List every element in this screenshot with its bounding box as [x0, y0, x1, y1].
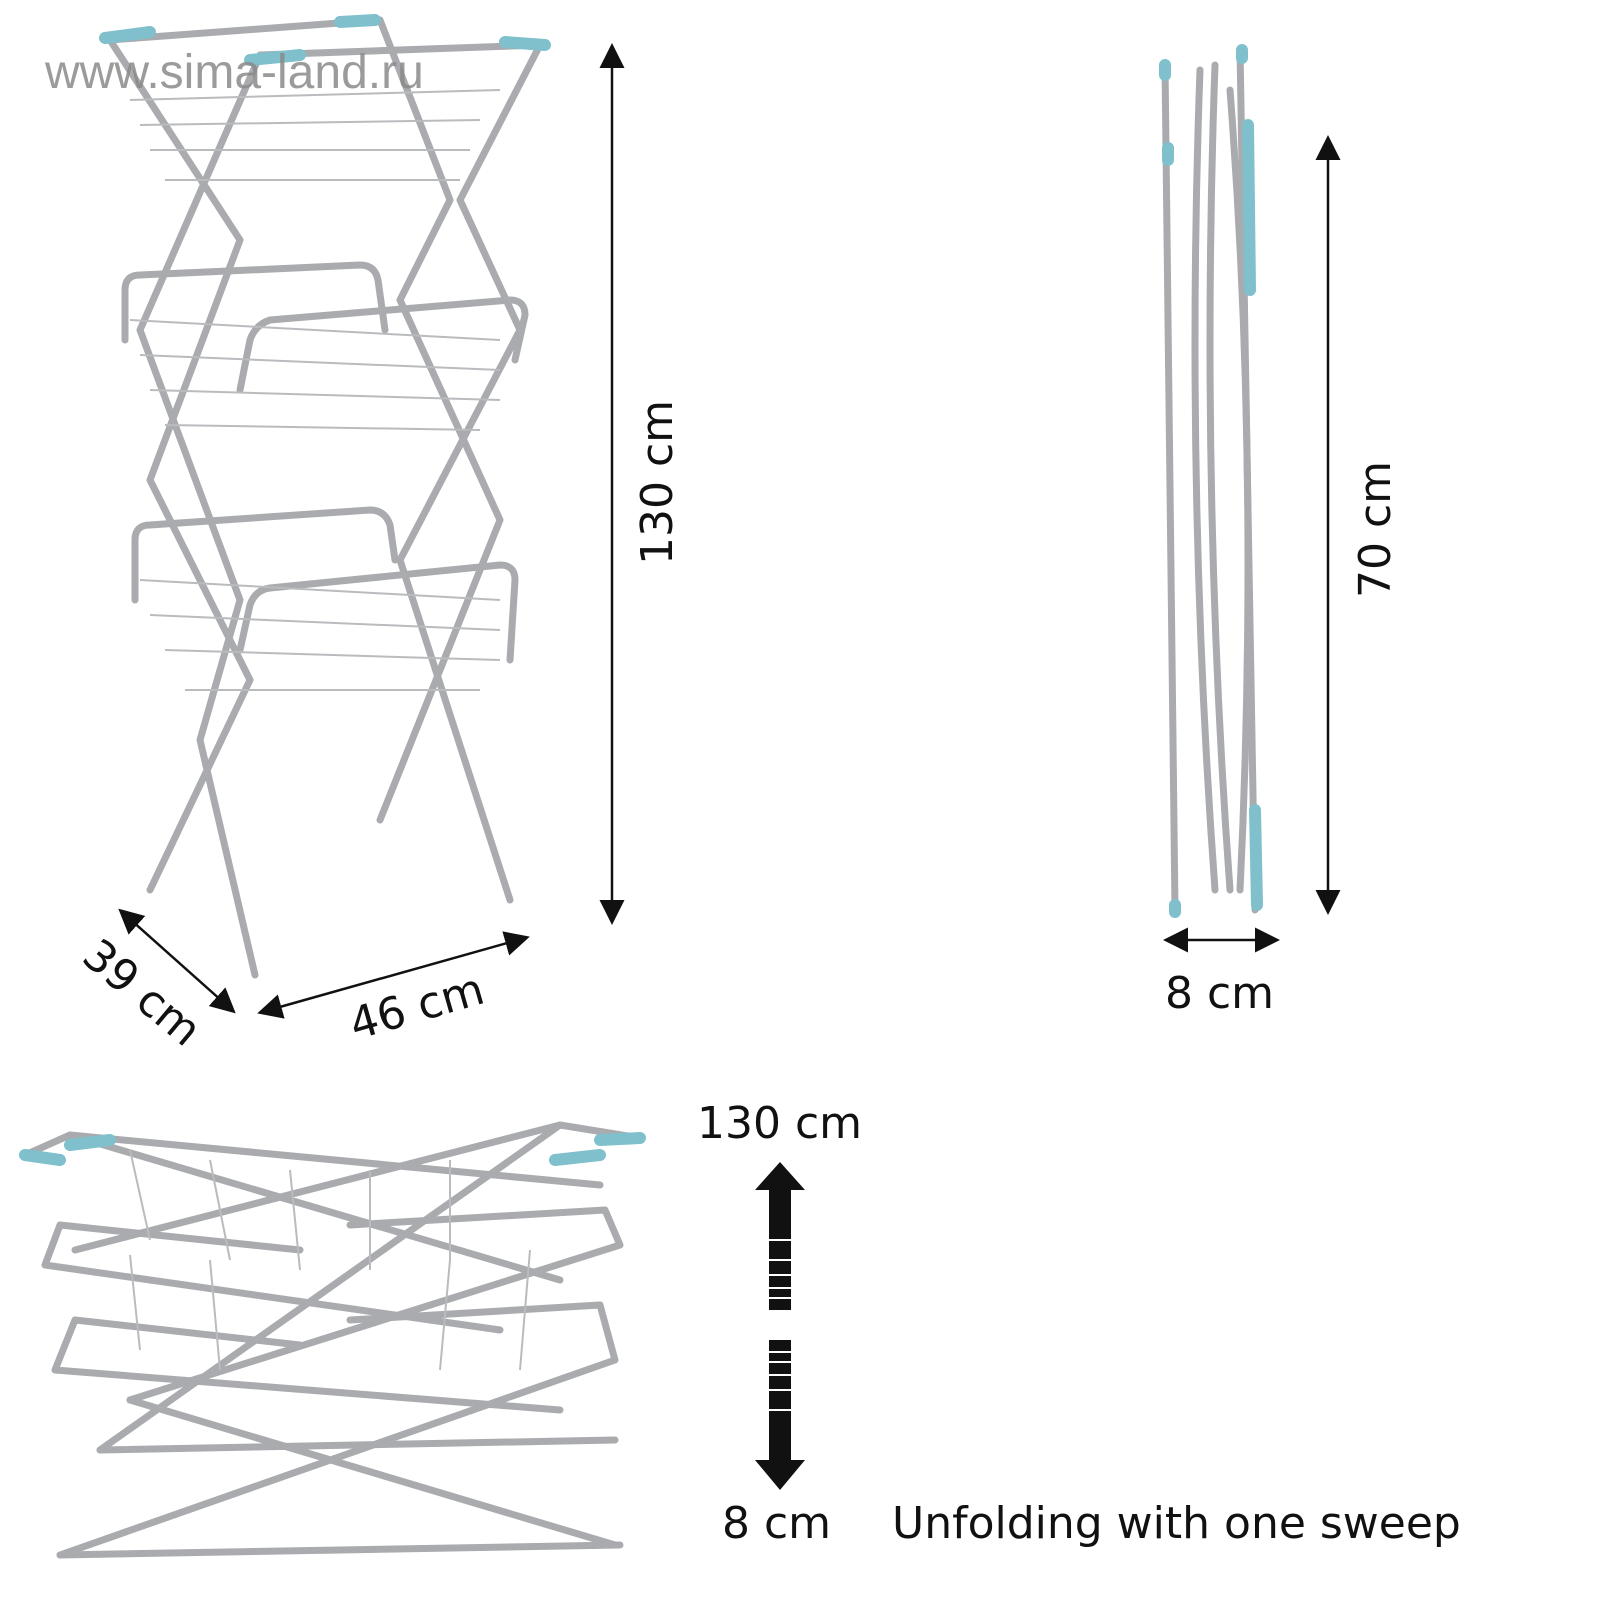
unfolded-height-label: 130 cm [697, 1098, 862, 1149]
folded-thickness-label: 8 cm [722, 1498, 831, 1549]
unfolding-rack-illustration [19, 1121, 646, 1559]
watermark: www.sima-land.ru [44, 46, 424, 99]
unfolding-dashed-arrow [755, 1162, 805, 1490]
unfolding-caption: Unfolding with one sweep [892, 1498, 1461, 1549]
depth-label: 39 cm [73, 929, 211, 1056]
folded-width-label: 8 cm [1165, 968, 1274, 1019]
width-label: 46 cm [344, 964, 490, 1051]
height-label: 130 cm [632, 400, 683, 565]
width-dimension-arrow [257, 931, 530, 1019]
depth-dimension-arrow [118, 908, 236, 1014]
folded-height-label: 70 cm [1350, 461, 1401, 598]
folded-rack-illustration [1159, 44, 1263, 918]
unfolded-rack-illustration [99, 14, 551, 979]
